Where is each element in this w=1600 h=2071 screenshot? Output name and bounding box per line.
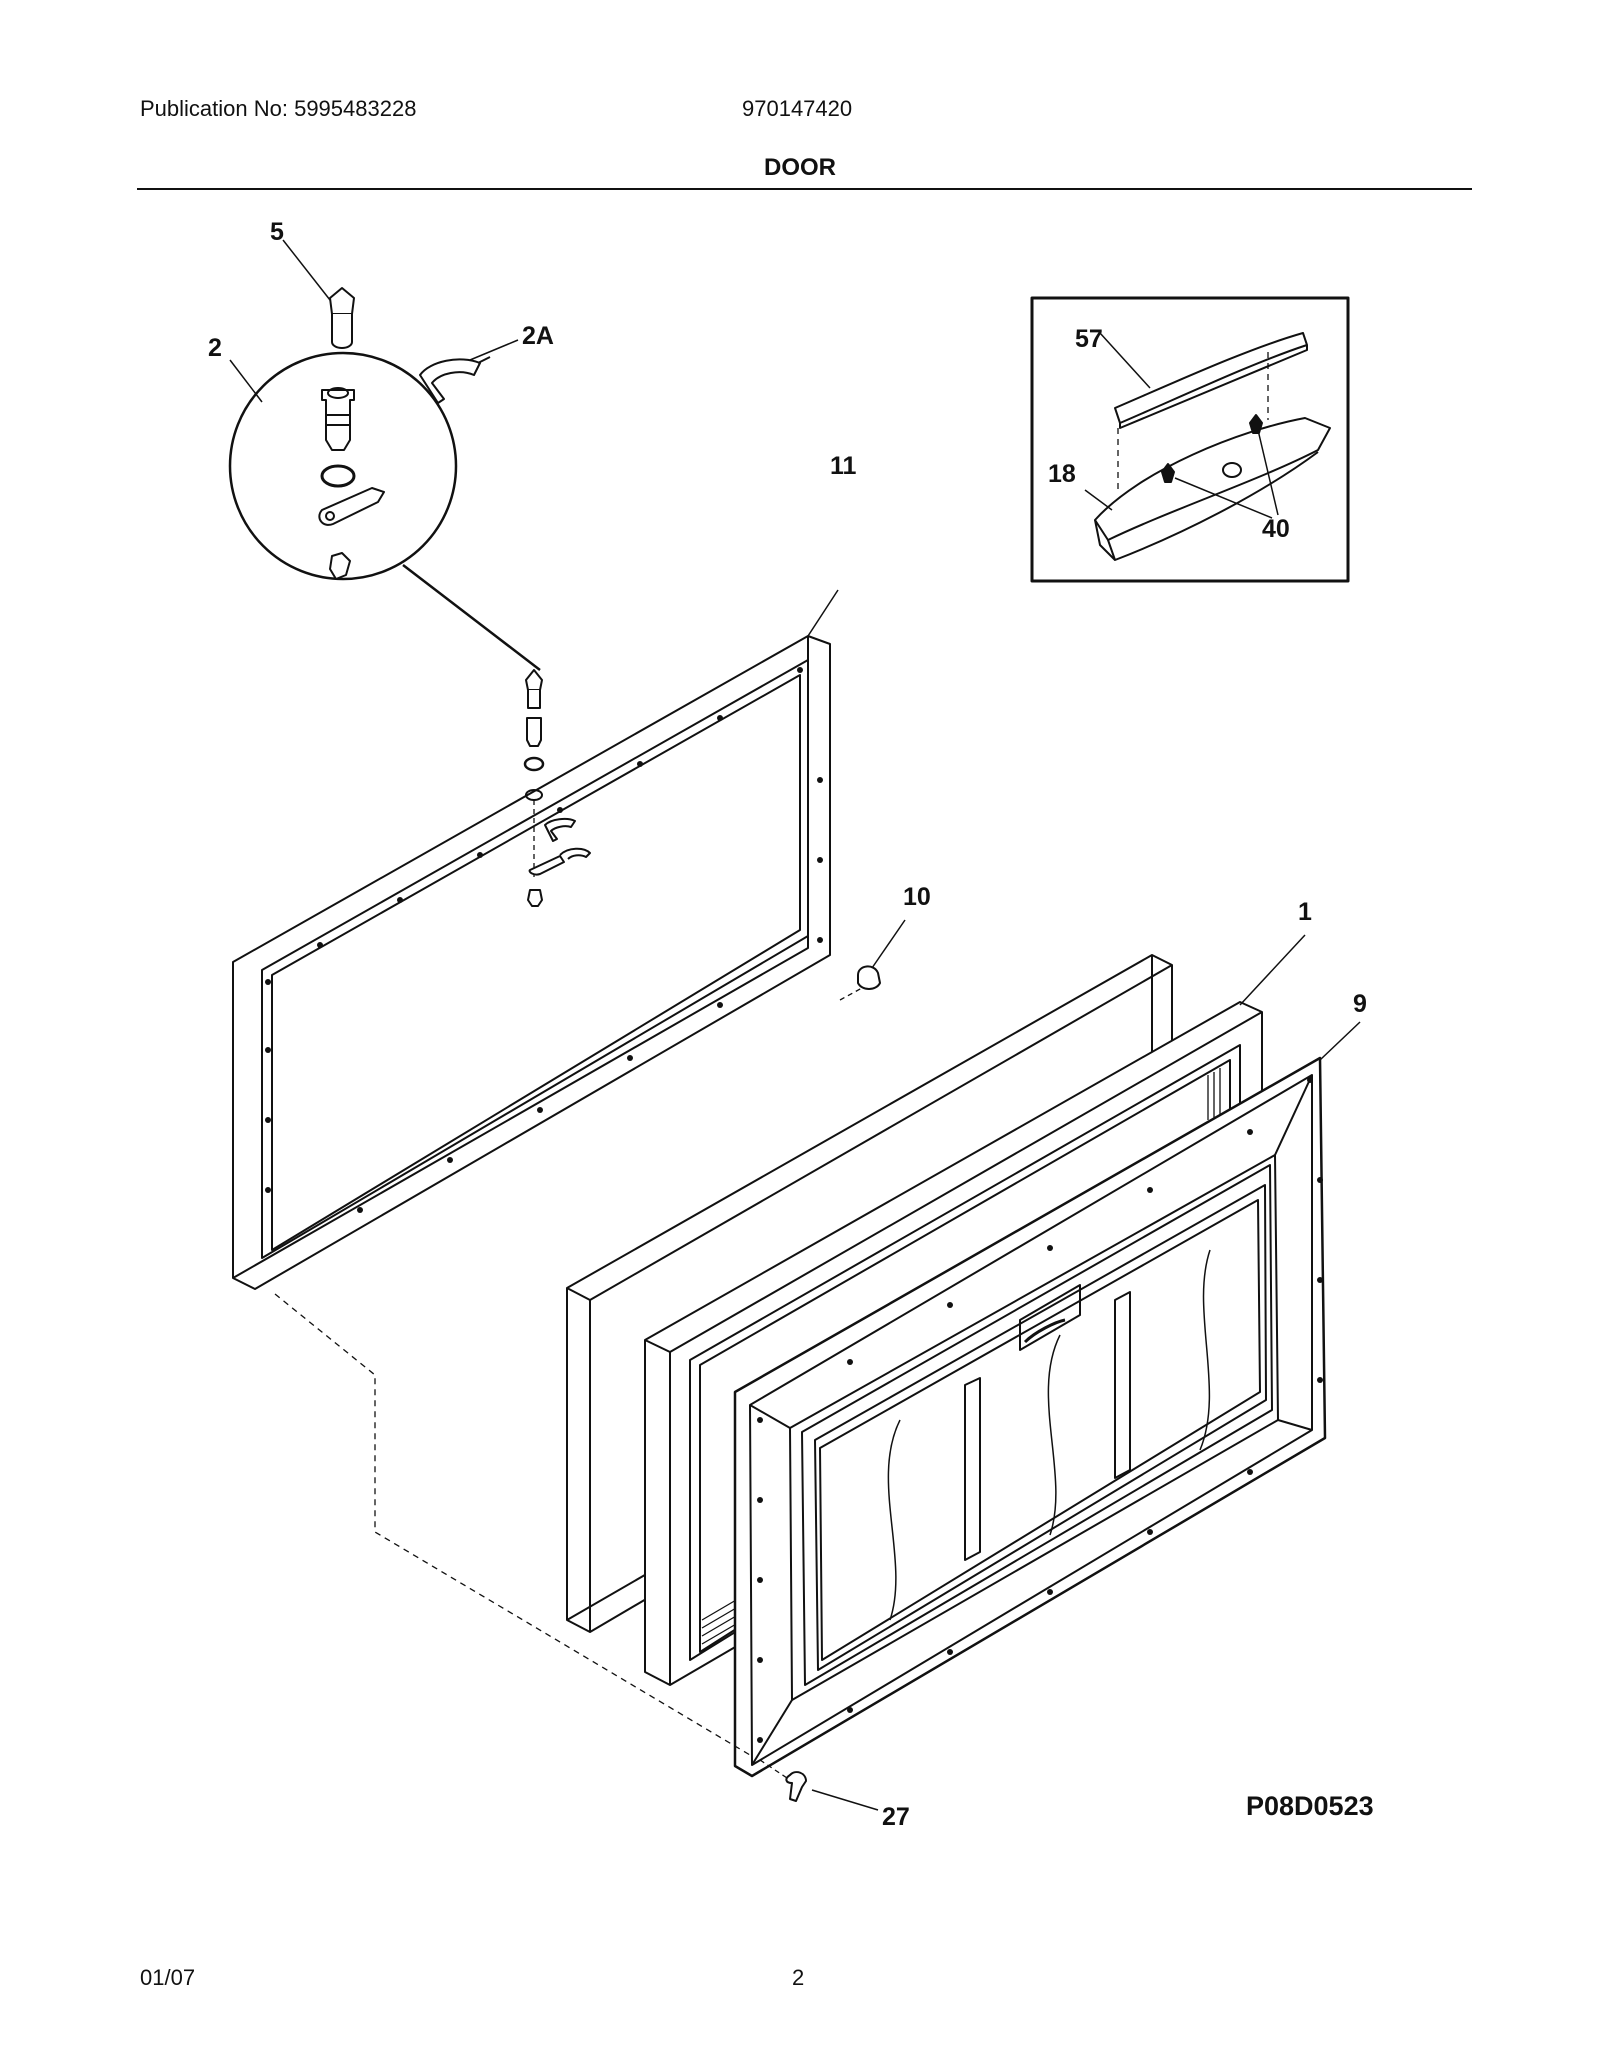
handle-body-part [1094, 417, 1331, 541]
diagram-code: P08D0523 [1246, 1791, 1374, 1821]
callout-18: 18 [1048, 460, 1076, 488]
lock-assembly-exploded [523, 669, 591, 907]
door-stop-part [839, 919, 906, 1001]
screw-part-27 [759, 1759, 879, 1811]
page-number: 2 [792, 1965, 805, 1990]
section-title: DOOR [764, 154, 836, 181]
callout-2: 2 [208, 334, 222, 362]
callout-57: 57 [1075, 325, 1103, 353]
handle-inset [1030, 296, 1350, 583]
inner-liner-part [232, 589, 839, 1290]
screw-part [1161, 463, 1175, 483]
lock-clip-part [419, 339, 519, 404]
callout-40: 40 [1262, 515, 1290, 543]
callout-27: 27 [882, 1803, 910, 1831]
lock-detail [228, 351, 458, 581]
header-rule [137, 188, 1472, 190]
callout-2a: 2A [522, 322, 554, 350]
footer-date: 01/07 [140, 1965, 196, 1990]
inner-door-panel-part [733, 1021, 1361, 1778]
screw-part [1249, 414, 1263, 434]
handle-cap-part [1114, 332, 1308, 424]
publication-number: Publication No: 5995483228 [140, 96, 417, 121]
callout-5: 5 [270, 218, 284, 246]
callout-11: 11 [830, 452, 857, 480]
callout-1: 1 [1298, 898, 1312, 926]
model-number: 970147420 [742, 96, 853, 121]
callout-10: 10 [903, 883, 931, 911]
key-part [282, 239, 355, 349]
callout-9: 9 [1353, 990, 1367, 1018]
